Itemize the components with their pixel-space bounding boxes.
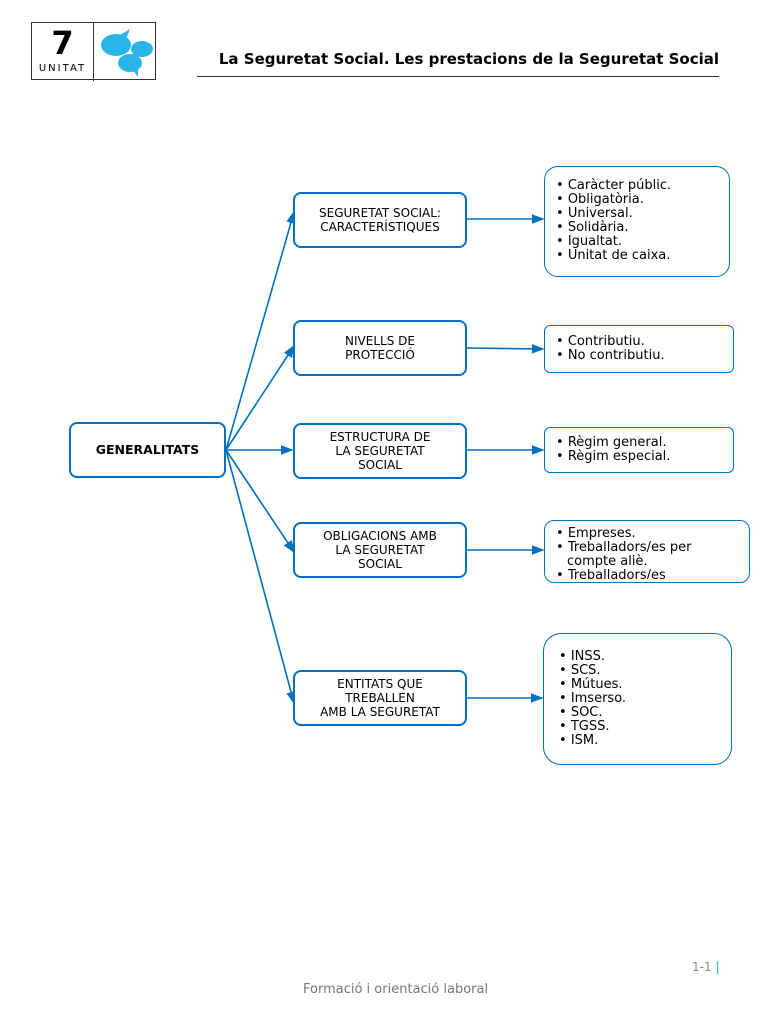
items-box: Contributiu. No contributiu. xyxy=(544,325,734,373)
branch-node: SEGURETAT SOCIAL: CARACTERÍSTIQUES xyxy=(293,192,467,248)
list-item: SOC. xyxy=(558,706,721,720)
list-item: Mútues. xyxy=(558,678,721,692)
connector xyxy=(225,210,296,451)
list-item: INSS. xyxy=(558,650,721,664)
root-node: GENERALITATS xyxy=(69,422,226,478)
list-item: Caràcter públic. xyxy=(555,179,719,193)
items-box: INSS. SCS. Mútues. Imserso. SOC. TGSS. I… xyxy=(543,633,732,765)
page-title: La Seguretat Social. Les prestacions de … xyxy=(197,50,719,77)
list-item: SCS. xyxy=(558,664,721,678)
connector xyxy=(225,449,295,554)
connector xyxy=(225,449,296,705)
list-item: Treballadors/es xyxy=(555,569,739,580)
list-item: ISM. xyxy=(558,734,721,748)
list-item: TGSS. xyxy=(558,720,721,734)
list-item: Universal. xyxy=(555,207,719,221)
list-item: Unitat de caixa. xyxy=(555,249,719,263)
unit-logo: 7 UNITAT xyxy=(31,22,156,81)
list-item: Règim general. xyxy=(555,436,723,450)
items-box: Empreses. Treballadors/es per compte ali… xyxy=(544,520,750,583)
page-number-text: 1-1 xyxy=(692,960,712,974)
list-item: Règim especial. xyxy=(555,450,723,464)
branch-node: ENTITATS QUE TREBALLEN AMB LA SEGURETAT xyxy=(293,670,467,726)
list-item: Obligatòria. xyxy=(555,193,719,207)
list-item: Empreses. xyxy=(555,527,739,541)
branch-node: ESTRUCTURA DE LA SEGURETAT SOCIAL xyxy=(293,423,467,479)
page-number: 1-1 | xyxy=(692,960,719,974)
list-item: Imserso. xyxy=(558,692,721,706)
connector xyxy=(466,344,545,354)
list-item: Igualtat. xyxy=(555,235,719,249)
unit-number: 7 xyxy=(51,24,74,62)
list-item: Contributiu. xyxy=(555,335,723,349)
footer-text: Formació i orientació laboral xyxy=(303,982,489,997)
speech-bubbles-icon xyxy=(101,29,153,77)
connector xyxy=(225,344,295,451)
unit-label: UNITAT xyxy=(38,63,87,74)
list-item: Solidària. xyxy=(555,221,719,235)
branch-node: NIVELLS DE PROTECCIÓ xyxy=(293,320,467,376)
list-item: Treballadors/es per compte aliè. xyxy=(555,541,739,569)
items-box: Caràcter públic. Obligatòria. Universal.… xyxy=(544,166,730,277)
branch-node: OBLIGACIONS AMB LA SEGURETAT SOCIAL xyxy=(293,522,467,578)
items-box: Règim general. Règim especial. xyxy=(544,427,734,473)
list-item: No contributiu. xyxy=(555,349,723,363)
page-separator: | xyxy=(715,960,720,974)
unit-badge: 7 UNITAT xyxy=(32,23,94,81)
